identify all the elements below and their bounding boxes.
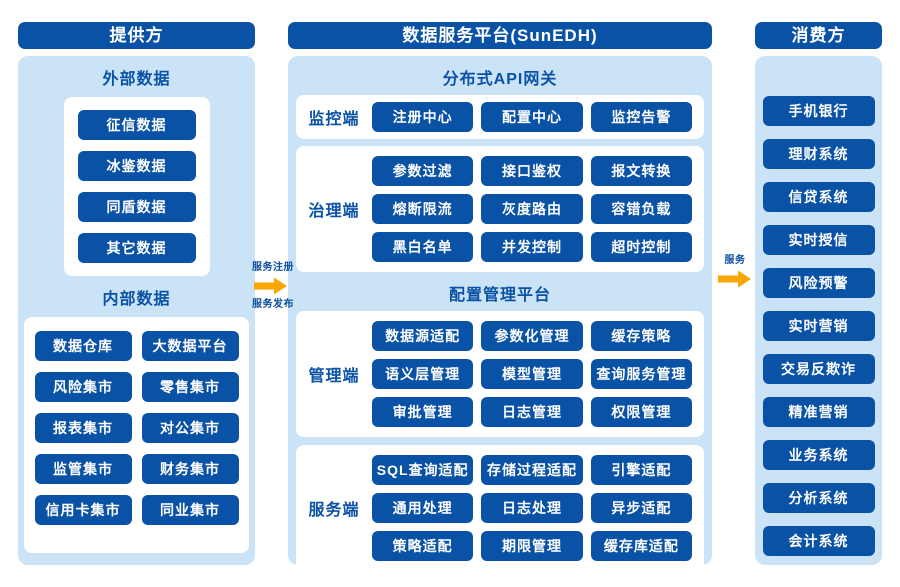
governance-item: 并发控制	[481, 232, 583, 262]
governance-item: 容错负载	[590, 194, 692, 224]
consumer-header: 消费方	[755, 22, 882, 49]
management-item: 日志管理	[481, 397, 583, 427]
internal-data-title: 内部数据	[102, 291, 171, 308]
consumer-item: 分析系统	[762, 483, 875, 513]
service-item: SQL查询适配	[372, 455, 474, 485]
service-publish-label: 服务发布	[252, 299, 294, 310]
internal-data-item: 财务集市	[141, 454, 239, 484]
consumer-item: 手机银行	[762, 96, 875, 126]
internal-data-item: 对公集市	[141, 413, 239, 443]
governance-grid: 参数过滤接口鉴权报文转换熔断限流灰度路由容错负载黑白名单并发控制超时控制	[372, 156, 692, 262]
management-item: 查询服务管理	[590, 359, 692, 389]
external-data-item: 征信数据	[77, 110, 196, 140]
external-data-item: 同盾数据	[77, 192, 196, 222]
management-item: 缓存策略	[590, 321, 692, 351]
management-item: 模型管理	[481, 359, 583, 389]
consumer-panel: 手机银行理财系统信贷系统实时授信风险预警实时营销交易反欺诈精准营销业务系统分析系…	[755, 56, 882, 565]
consumer-column: 消费方 手机银行理财系统信贷系统实时授信风险预警实时营销交易反欺诈精准营销业务系…	[755, 22, 882, 565]
governance-item: 灰度路由	[481, 194, 583, 224]
internal-data-item: 大数据平台	[141, 331, 239, 361]
external-data-box: 征信数据冰鉴数据同盾数据其它数据	[63, 97, 210, 276]
monitor-section: 监控端 注册中心配置中心监控告警	[296, 95, 704, 139]
governance-item: 报文转换	[590, 156, 692, 186]
monitor-grid: 注册中心配置中心监控告警	[372, 102, 692, 132]
right-arrow-icon	[718, 270, 751, 288]
consumer-item: 实时营销	[762, 311, 875, 341]
consumer-item: 风险预警	[762, 268, 875, 298]
api-gateway-title: 分布式API网关	[442, 71, 558, 88]
management-item: 审批管理	[372, 397, 474, 427]
external-data-item: 其它数据	[77, 233, 196, 263]
internal-data-item: 同业集市	[141, 495, 239, 525]
internal-data-item: 信用卡集市	[34, 495, 132, 525]
service-item: 日志处理	[481, 493, 583, 523]
platform-column: 数据服务平台(SunEDH) 分布式API网关 监控端 注册中心配置中心监控告警…	[288, 22, 712, 571]
governance-item: 参数过滤	[372, 156, 474, 186]
management-item: 参数化管理	[481, 321, 583, 351]
internal-data-item: 风险集市	[34, 372, 132, 402]
service-item: 通用处理	[372, 493, 474, 523]
monitor-item: 注册中心	[372, 102, 474, 132]
external-data-item: 冰鉴数据	[77, 151, 196, 181]
service-item: 引擎适配	[590, 455, 692, 485]
governance-item: 黑白名单	[372, 232, 474, 262]
internal-data-item: 数据仓库	[34, 331, 132, 361]
governance-item: 超时控制	[590, 232, 692, 262]
service-item: 期限管理	[481, 531, 583, 561]
internal-data-item: 零售集市	[141, 372, 239, 402]
management-section: 管理端 数据源适配参数化管理缓存策略语义层管理模型管理查询服务管理审批管理日志管…	[296, 311, 704, 437]
provider-column: 提供方 外部数据 征信数据冰鉴数据同盾数据其它数据 内部数据 数据仓库大数据平台…	[18, 22, 255, 565]
service-grid: SQL查询适配存储过程适配引擎适配通用处理日志处理异步适配策略适配期限管理缓存库…	[372, 455, 692, 561]
service-item: 策略适配	[372, 531, 474, 561]
right-arrow-icon	[254, 277, 287, 295]
governance-item: 接口鉴权	[481, 156, 583, 186]
consumer-item: 业务系统	[762, 440, 875, 470]
governance-item: 熔断限流	[372, 194, 474, 224]
service-item: 异步适配	[590, 493, 692, 523]
service-register-label: 服务注册	[252, 262, 294, 273]
service-label: 服务端	[308, 502, 360, 519]
external-data-title: 外部数据	[102, 71, 171, 88]
management-item: 数据源适配	[372, 321, 474, 351]
consumer-item: 信贷系统	[762, 182, 875, 212]
consumer-item: 精准营销	[762, 397, 875, 427]
monitor-item: 配置中心	[481, 102, 583, 132]
consumer-item: 实时授信	[762, 225, 875, 255]
governance-section: 治理端 参数过滤接口鉴权报文转换熔断限流灰度路由容错负载黑白名单并发控制超时控制	[296, 146, 704, 272]
management-label: 管理端	[308, 368, 360, 385]
monitor-item: 监控告警	[590, 102, 692, 132]
management-item: 权限管理	[590, 397, 692, 427]
platform-header: 数据服务平台(SunEDH)	[288, 22, 712, 49]
platform-to-consumer-flow: 服务	[716, 254, 754, 291]
management-item: 语义层管理	[372, 359, 474, 389]
governance-label: 治理端	[308, 203, 360, 220]
service-label: 服务	[724, 255, 746, 266]
provider-header: 提供方	[18, 22, 255, 49]
monitor-label: 监控端	[308, 111, 360, 128]
provider-panel: 外部数据 征信数据冰鉴数据同盾数据其它数据 内部数据 数据仓库大数据平台风险集市…	[18, 56, 255, 565]
config-platform-title: 配置管理平台	[448, 287, 551, 304]
consumer-item: 会计系统	[762, 526, 875, 556]
management-grid: 数据源适配参数化管理缓存策略语义层管理模型管理查询服务管理审批管理日志管理权限管…	[372, 321, 692, 427]
service-item: 缓存库适配	[590, 531, 692, 561]
internal-data-item: 报表集市	[34, 413, 132, 443]
consumer-item: 交易反欺诈	[762, 354, 875, 384]
consumer-item: 理财系统	[762, 139, 875, 169]
internal-data-item: 监管集市	[34, 454, 132, 484]
platform-panel: 分布式API网关 监控端 注册中心配置中心监控告警 治理端 参数过滤接口鉴权报文…	[288, 56, 712, 571]
internal-data-box: 数据仓库大数据平台风险集市零售集市报表集市对公集市监管集市财务集市信用卡集市同业…	[24, 317, 249, 553]
provider-to-platform-flow: 服务注册 服务发布	[252, 261, 294, 311]
service-section: 服务端 SQL查询适配存储过程适配引擎适配通用处理日志处理异步适配策略适配期限管…	[296, 445, 704, 571]
service-item: 存储过程适配	[481, 455, 583, 485]
